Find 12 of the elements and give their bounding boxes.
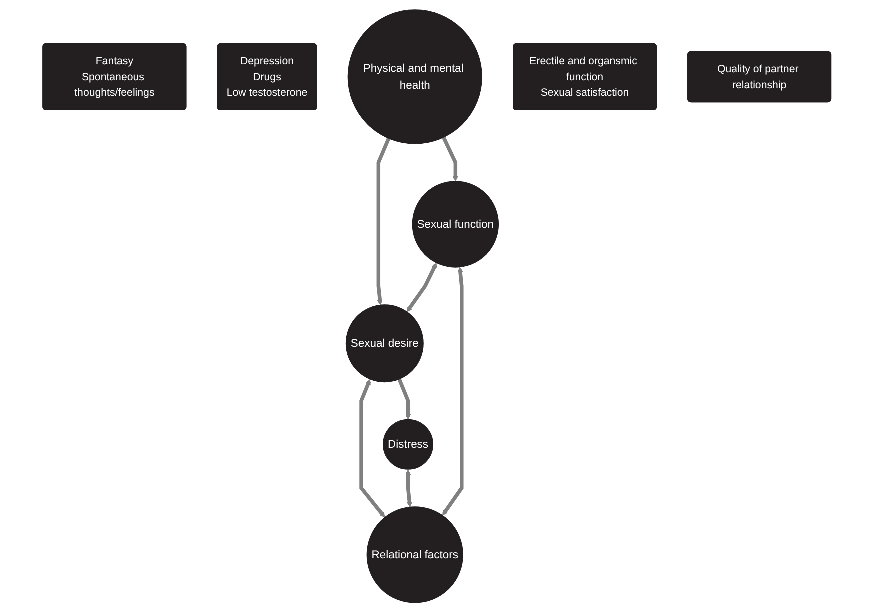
- node-circle: Sexual function: [412, 181, 500, 268]
- arrow: [398, 378, 412, 420]
- arrow: [442, 267, 464, 516]
- node-circle: Sexual desire: [346, 304, 424, 383]
- node-circle: Relational factors: [367, 506, 464, 604]
- arrow: [377, 138, 391, 306]
- arrow: [360, 379, 386, 518]
- arrow: [442, 136, 459, 182]
- node-circle: Physical and mental health: [348, 10, 483, 144]
- node-circle: Distress: [383, 419, 434, 470]
- arrow: [407, 263, 438, 312]
- arrow: [406, 470, 413, 508]
